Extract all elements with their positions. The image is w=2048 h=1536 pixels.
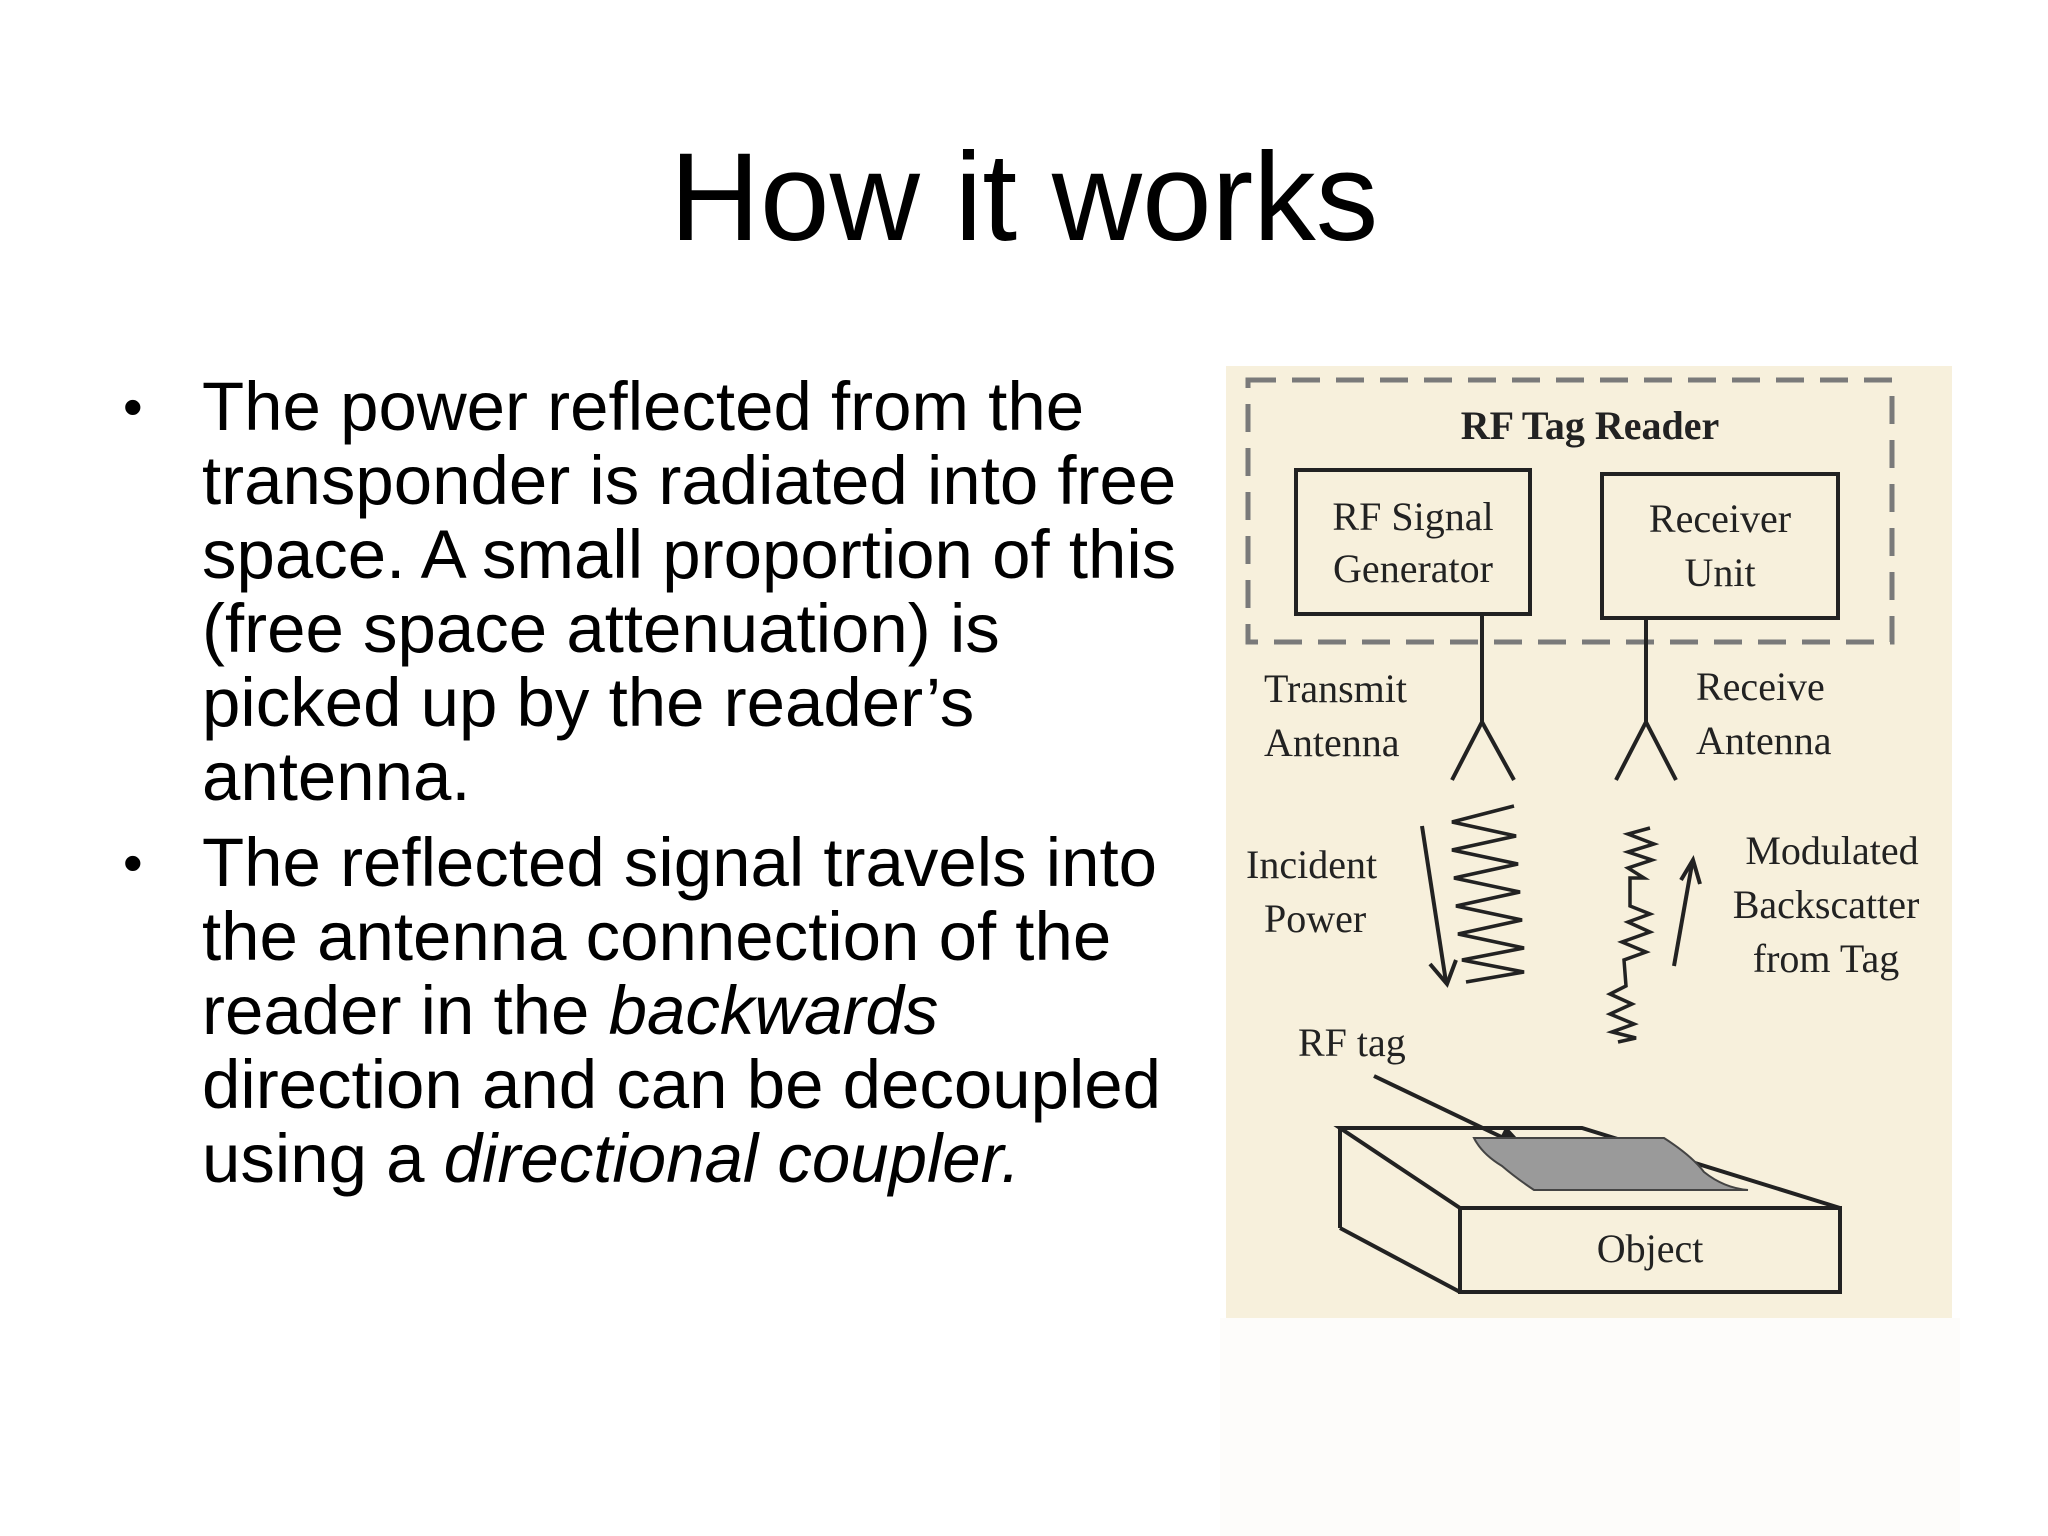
bullet-item: • The reflected signal travels into the …	[120, 826, 1180, 1196]
backscatter-label-line3: from Tag	[1753, 936, 1899, 981]
incident-power-label-line2: Power	[1264, 896, 1366, 941]
receive-antenna-label-line2: Antenna	[1696, 718, 1832, 763]
backscatter-wave-icon	[1605, 826, 1660, 1044]
receiver-label-line2: Unit	[1684, 550, 1755, 595]
bullet-dot-icon: •	[123, 831, 143, 894]
backscatter-label-line1: Modulated	[1745, 828, 1918, 873]
incident-wave-icon	[1451, 804, 1525, 984]
bullet-text: The power reflected from the transponder…	[202, 368, 1177, 815]
reader-label: RF Tag Reader	[1461, 403, 1720, 448]
backscatter-label-line2: Backscatter	[1733, 882, 1920, 927]
object-box-icon	[1333, 1126, 1842, 1294]
bullet-text-emphasis: backwards	[608, 972, 939, 1049]
bullet-text-emphasis: directional coupler.	[443, 1120, 1021, 1197]
bullet-dot-icon: •	[123, 375, 143, 438]
transmit-antenna-icon	[1450, 614, 1516, 781]
bullet-text-segment: direction and can be decoupled using a	[202, 1046, 1162, 1197]
figure-bottom-margin	[1220, 1318, 1960, 1536]
incident-power-label-line1: Incident	[1246, 842, 1377, 887]
generator-box	[1294, 468, 1532, 616]
reader-enclosure	[1245, 377, 1895, 645]
bullet-list: • The power reflected from the transpond…	[120, 370, 1180, 1208]
receiver-label-line1: Receiver	[1649, 496, 1791, 541]
rfid-diagram: RF Tag Reader RF Signal Generator Receiv…	[1226, 366, 1952, 1318]
slide-title: How it works	[669, 128, 1379, 267]
incident-power-arrow-icon	[1420, 825, 1458, 988]
rf-tag-chip-icon	[1472, 1137, 1749, 1191]
receive-antenna-label-line1: Receive	[1696, 664, 1825, 709]
backscatter-arrow-icon	[1672, 855, 1702, 967]
bullet-text-segment: The reflected signal travels into the an…	[202, 824, 1157, 1049]
generator-label-line2: Generator	[1333, 546, 1493, 591]
bullet-text: The reflected signal travels into the an…	[202, 824, 1161, 1197]
receive-antenna-icon	[1614, 618, 1678, 781]
transmit-antenna-label-line1: Transmit	[1264, 666, 1407, 711]
rfid-diagram-svg: RF Tag Reader RF Signal Generator Receiv…	[1245, 377, 1920, 1294]
generator-label-line1: RF Signal	[1332, 494, 1493, 539]
receiver-box	[1600, 472, 1840, 620]
bullet-item: • The power reflected from the transpond…	[120, 370, 1180, 814]
rf-tag-label: RF tag	[1298, 1020, 1406, 1065]
object-label: Object	[1597, 1226, 1704, 1271]
transmit-antenna-label-line2: Antenna	[1264, 720, 1400, 765]
